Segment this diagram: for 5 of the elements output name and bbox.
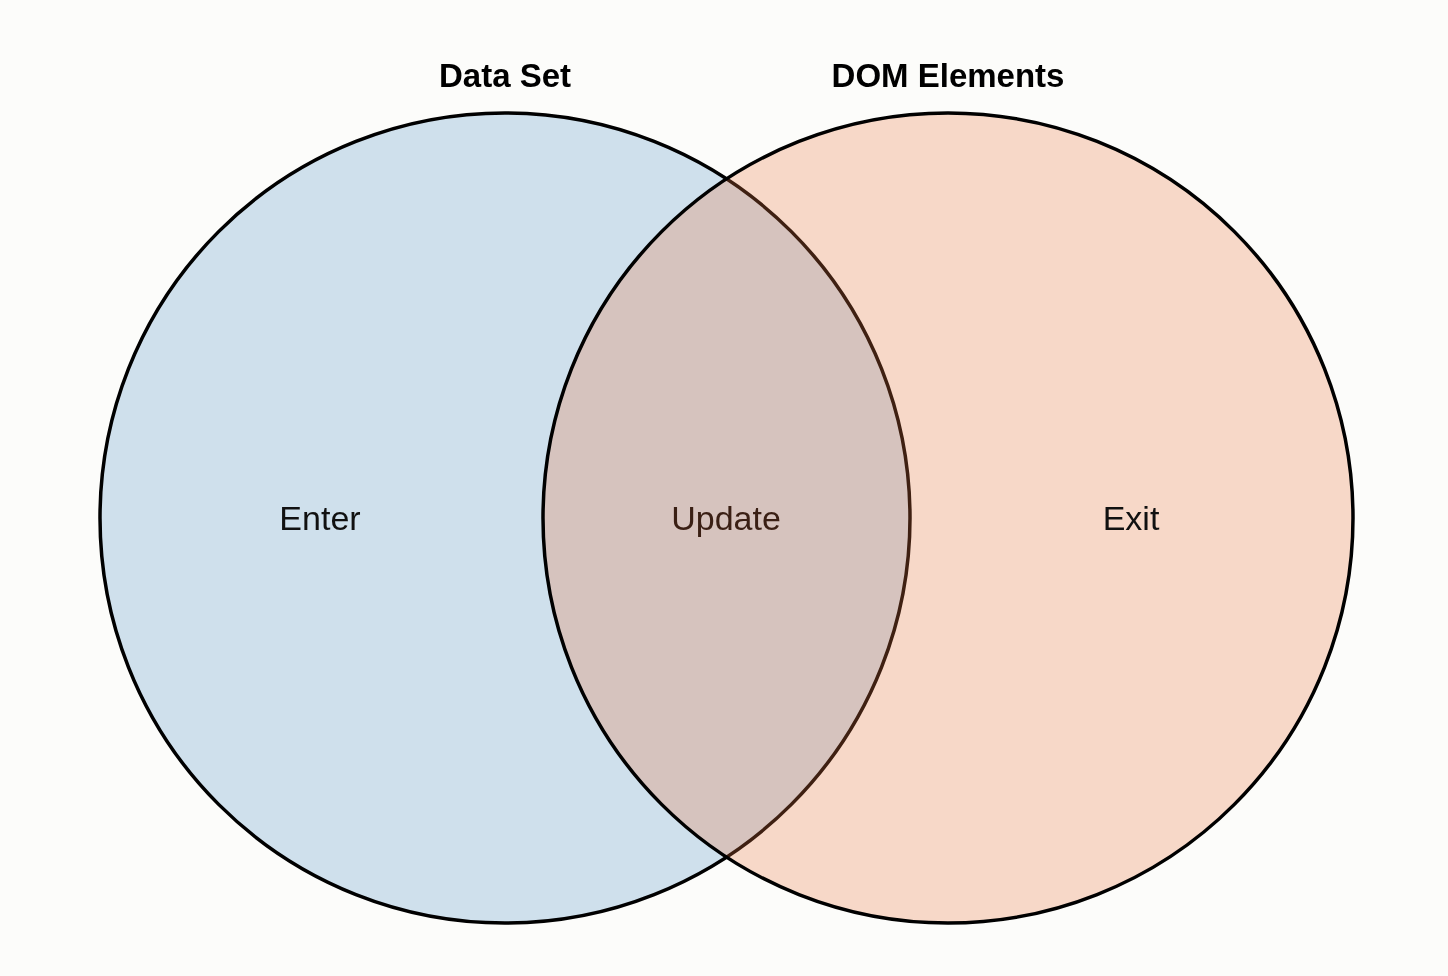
set-title: Data Set bbox=[438, 57, 572, 95]
region-label: Enter bbox=[279, 498, 361, 538]
overlap-label: Update bbox=[671, 498, 781, 538]
set-title: DOM Elements bbox=[831, 57, 1065, 95]
region-label: Exit bbox=[1102, 498, 1160, 538]
